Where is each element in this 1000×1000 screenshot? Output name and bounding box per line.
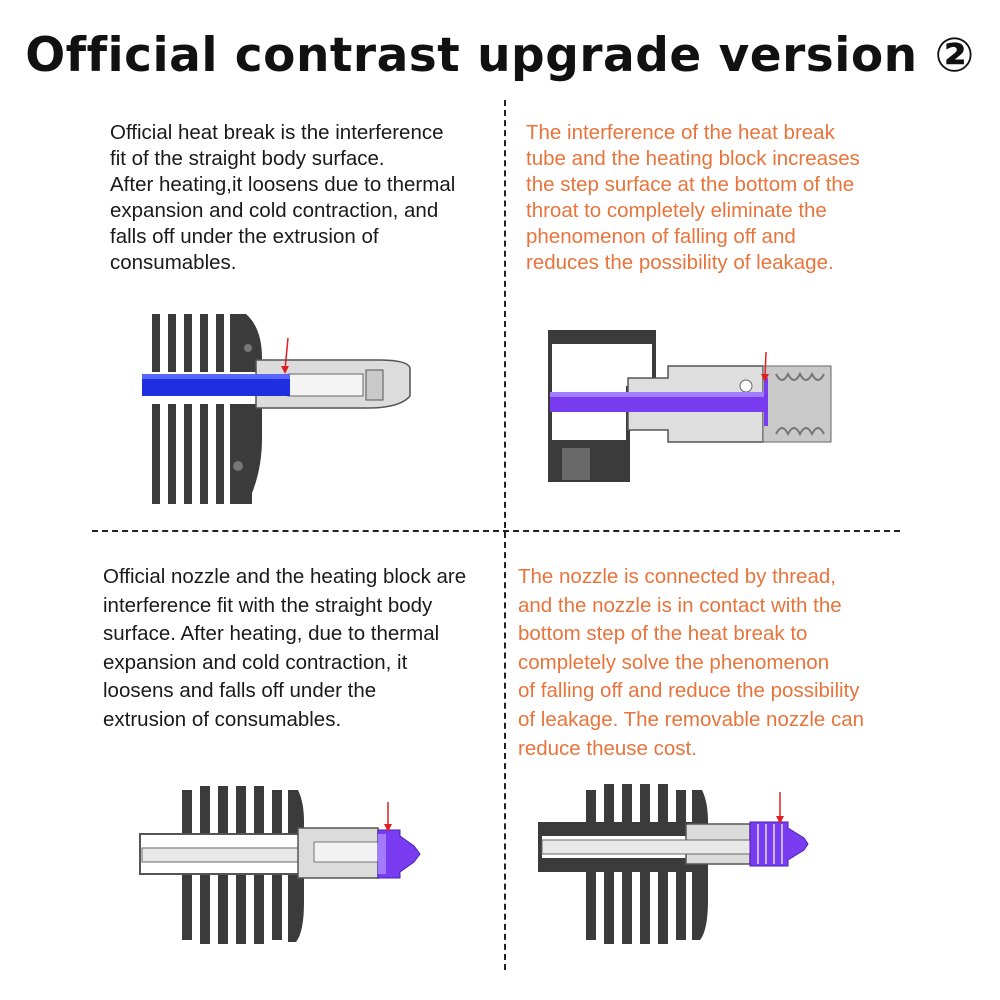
official-heat-break-description: Official heat break is the interference … <box>110 120 455 276</box>
text-line: falls off under the extrusion of <box>110 225 379 248</box>
text-line: expansion and cold contraction, and <box>110 199 439 222</box>
upgrade-heat-break-diagram <box>548 330 832 482</box>
upgrade-heat-break-description: The interference of the heat break tube … <box>526 120 860 276</box>
text-line: the step surface at the bottom of the <box>526 173 855 196</box>
text-line: fit of the straight body surface. <box>110 147 385 170</box>
text-line: consumables. <box>110 251 237 274</box>
text-line: bottom step of the heat break to <box>518 622 808 646</box>
text-line: Official nozzle and the heating block ar… <box>103 565 467 588</box>
upgrade-nozzle-diagram <box>538 784 809 944</box>
official-nozzle-diagram <box>139 786 421 944</box>
text-line: The interference of the heat break <box>526 121 835 144</box>
page-title: Official contrast upgrade version ② <box>25 28 975 83</box>
text-line: The nozzle is connected by thread, <box>518 565 836 588</box>
text-line: expansion and cold contraction, it <box>103 650 408 674</box>
text-line: completely solve the phenomenon <box>518 650 830 674</box>
horizontal-divider <box>92 530 900 532</box>
official-nozzle-description: Official nozzle and the heating block ar… <box>103 563 466 735</box>
text-line: interference fit with the straight body <box>103 593 433 617</box>
text-line: After heating,it loosens due to thermal <box>110 173 456 196</box>
text-line: extrusion of consumables. <box>103 707 342 731</box>
text-line: surface. After heating, due to thermal <box>103 622 440 646</box>
text-line: tube and the heating block increases <box>526 147 860 170</box>
text-line: of falling off and reduce the possibilit… <box>518 679 860 703</box>
text-line: and the nozzle is in contact with the <box>518 593 842 617</box>
text-line: reduces the possibility of leakage. <box>526 251 834 274</box>
text-line: throat to completely eliminate the <box>526 199 827 222</box>
text-line: loosens and falls off under the <box>103 679 377 703</box>
vertical-divider <box>504 100 506 970</box>
official-heat-break-diagram <box>138 314 411 504</box>
upgrade-nozzle-description: The nozzle is connected by thread, and t… <box>518 563 864 763</box>
text-line: of leakage. The removable nozzle can <box>518 707 865 731</box>
text-line: phenomenon of falling off and <box>526 225 796 248</box>
text-line: reduce theuse cost. <box>518 736 697 760</box>
text-line: Official heat break is the interference <box>110 121 444 144</box>
